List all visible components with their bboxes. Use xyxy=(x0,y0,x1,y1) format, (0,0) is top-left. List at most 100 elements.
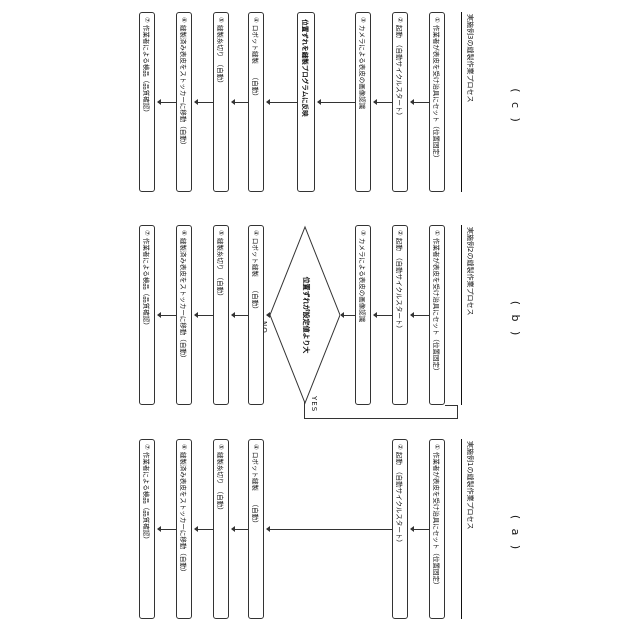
arrow xyxy=(374,102,392,103)
panel-c-underline xyxy=(461,12,462,192)
arrow xyxy=(267,315,270,316)
panel-a-step-4: ④ ロボット縫製 （自動） xyxy=(248,439,264,619)
step-number: ⑦ xyxy=(143,17,151,23)
arrow xyxy=(232,102,248,103)
panel-a-step-1: ① 作業者が表皮を受け治具にセット（位置固定） xyxy=(429,439,445,619)
arrow xyxy=(411,102,429,103)
arrow xyxy=(411,529,429,530)
step-text: 縫製済み表皮をストッカーに移動（自動） xyxy=(179,238,189,362)
panel-c-step-6: ⑥ 縫製済み表皮をストッカーに移動（自動） xyxy=(176,12,192,192)
step-number: ① xyxy=(433,17,441,23)
step-number: ② xyxy=(396,444,404,450)
decision-text: 位置ずれが設定値より大 xyxy=(301,225,311,405)
panel-c-step-7: ⑦ 作業者による検品（品質確認） xyxy=(139,12,155,192)
panel-a-step-2: ② 起動 （自動サイクルスタート） xyxy=(392,439,408,619)
arrow xyxy=(341,315,355,316)
panel-c-step-4: ④ ロボット縫製 （自動） xyxy=(248,12,264,192)
arrow xyxy=(318,102,355,103)
step-number: ⑥ xyxy=(180,230,188,236)
panel-b-step-5: ⑤ 縫製糸切り （自動） xyxy=(213,225,229,405)
panel-a-underline xyxy=(461,439,462,619)
panel-a-step-5: ⑤ 縫製糸切り （自動） xyxy=(213,439,229,619)
yes-loop-line xyxy=(445,405,458,406)
arrow xyxy=(411,315,429,316)
step-number: ⑦ xyxy=(143,230,151,236)
yes-loop-line xyxy=(305,418,458,419)
panel-c-label: ( c ) xyxy=(509,0,522,213)
step-text: 縫製糸切り （自動） xyxy=(216,238,226,300)
panel-a-title: 実施例1の縫製作業プロセス xyxy=(465,441,475,621)
step-number: ② xyxy=(396,17,404,23)
step-number: ③ xyxy=(359,17,367,23)
step-number: ① xyxy=(433,444,441,450)
panel-a: ( a ) 実施例1の縫製作業プロセス ① 作業者が表皮を受け治具にセット（位置… xyxy=(0,427,640,640)
panel-a-step-7: ⑦ 作業者による検品（品質確認） xyxy=(139,439,155,619)
step-text: カメラによる表皮の画像認識 xyxy=(358,238,368,322)
yes-label: YES xyxy=(310,396,318,412)
arrow xyxy=(232,315,248,316)
step-number: ① xyxy=(433,230,441,236)
panel-b-step-1: ① 作業者が表皮を受け治具にセット（位置固定） xyxy=(429,225,445,405)
arrow xyxy=(158,315,176,316)
step-number: ④ xyxy=(252,444,260,450)
panel-c: ( c ) 実施例3の縫製作業プロセス ① 作業者が表皮を受け治具にセット（位置… xyxy=(0,0,640,213)
step-text: ロボット縫製 （自動） xyxy=(251,25,261,100)
step-text: 作業者が表皮を受け治具にセット（位置固定） xyxy=(432,238,442,375)
yes-loop-line xyxy=(457,405,458,419)
step-number: ⑥ xyxy=(180,17,188,23)
step-text: 縫製済み表皮をストッカーに移動（自動） xyxy=(179,452,189,576)
arrow xyxy=(158,102,176,103)
step-number: ② xyxy=(396,230,404,236)
panel-a-label: ( a ) xyxy=(509,427,522,640)
panel-b-step-6: ⑥ 縫製済み表皮をストッカーに移動（自動） xyxy=(176,225,192,405)
arrow xyxy=(195,315,213,316)
panel-c-step-1: ① 作業者が表皮を受け治具にセット（位置固定） xyxy=(429,12,445,192)
panel-a-step-6: ⑥ 縫製済み表皮をストッカーに移動（自動） xyxy=(176,439,192,619)
step-text: 作業者が表皮を受け治具にセット（位置固定） xyxy=(432,452,442,589)
panel-c-title: 実施例3の縫製作業プロセス xyxy=(465,14,475,194)
step-number: ⑤ xyxy=(217,17,225,23)
step-text: 作業者による検品（品質確認） xyxy=(142,238,152,329)
panel-b-step-2: ② 起動 （自動サイクルスタート） xyxy=(392,225,408,405)
arrow xyxy=(195,529,213,530)
decision-diamond: 位置ずれが設定値より大 xyxy=(270,225,340,405)
arrow xyxy=(158,529,176,530)
step-text: カメラによる表皮の画像認識 xyxy=(358,25,368,109)
step-number: ⑤ xyxy=(217,230,225,236)
panel-b-label: ( b ) xyxy=(509,213,522,426)
arrow xyxy=(267,529,392,530)
step-text: 縫製糸切り （自動） xyxy=(216,25,226,87)
panel-b-underline xyxy=(461,225,462,405)
panel-c-step-2: ② 起動 （自動サイクルスタート） xyxy=(392,12,408,192)
arrow xyxy=(195,102,213,103)
step-text: ロボット縫製 （自動） xyxy=(251,452,261,527)
step-text: 起動 （自動サイクルスタート） xyxy=(395,25,405,119)
step-text: 作業者による検品（品質確認） xyxy=(142,452,152,543)
panel-b: ( b ) 実施例2の縫製作業プロセス ① 作業者が表皮を受け治具にセット（位置… xyxy=(0,213,640,426)
arrow xyxy=(232,529,248,530)
step-text: 作業者による検品（品質確認） xyxy=(142,25,152,116)
step-number: ④ xyxy=(252,230,260,236)
step-number: ⑥ xyxy=(180,444,188,450)
step-text: 作業者が表皮を受け治具にセット（位置固定） xyxy=(432,25,442,162)
panel-c-step-3: ③ カメラによる表皮の画像認識 xyxy=(355,12,371,192)
step-text: ロボット縫製 （自動） xyxy=(251,238,261,313)
step-text: 縫製糸切り （自動） xyxy=(216,452,226,514)
step-number: ④ xyxy=(252,17,260,23)
panel-b-title: 実施例2の縫製作業プロセス xyxy=(465,227,475,407)
panel-b-step-4: ④ ロボット縫製 （自動） xyxy=(248,225,264,405)
step-number: ⑤ xyxy=(217,444,225,450)
panel-c-step-adjust: 位置ずれを縫製プログラムに反映 xyxy=(297,12,315,192)
arrow xyxy=(374,315,392,316)
step-text: 位置ずれを縫製プログラムに反映 xyxy=(301,19,311,116)
panel-c-step-5: ⑤ 縫製糸切り （自動） xyxy=(213,12,229,192)
step-text: 縫製済み表皮をストッカーに移動（自動） xyxy=(179,25,189,149)
panel-b-step-3: ③ カメラによる表皮の画像認識 xyxy=(355,225,371,405)
step-number: ③ xyxy=(359,230,367,236)
panel-b-step-7: ⑦ 作業者による検品（品質確認） xyxy=(139,225,155,405)
arrow xyxy=(267,102,297,103)
step-text: 起動 （自動サイクルスタート） xyxy=(395,238,405,332)
step-number: ⑦ xyxy=(143,444,151,450)
